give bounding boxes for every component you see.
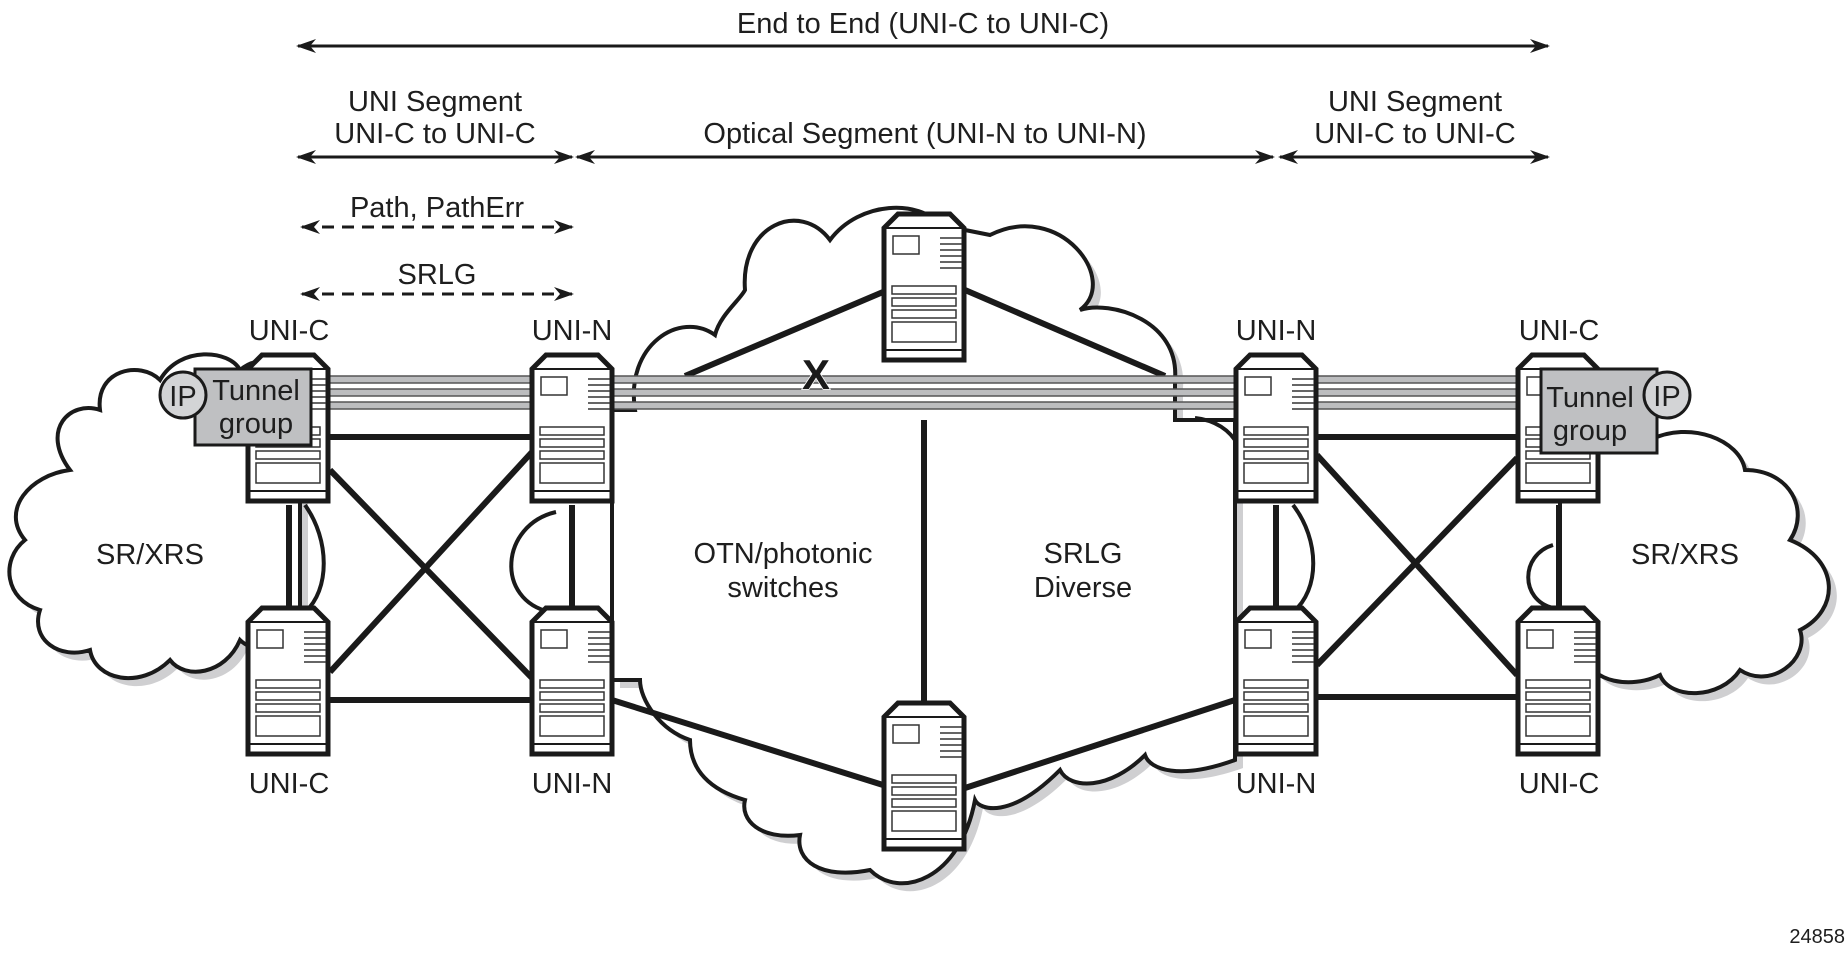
tunnel-bands (309, 375, 1561, 410)
ip-badge-right (1642, 370, 1692, 420)
router-center-top (884, 214, 964, 360)
end-to-end-label: End to End (UNI-C to UNI-C) (737, 8, 1109, 40)
router-top-left-uni-n (532, 355, 612, 501)
center-right-label-2: Diverse (1034, 572, 1132, 604)
srlg-span-label: SRLG (398, 259, 477, 291)
router-bottom-left-uni-n (532, 608, 612, 754)
ip-badge-left (158, 370, 208, 420)
label-top-left-uni-n: UNI-N (532, 315, 613, 347)
ip-badge-left-label: IP (169, 381, 196, 413)
center-left-label-1: OTN/photonic (694, 538, 873, 570)
left-cloud-label: SR/XRS (96, 539, 204, 571)
label-top-right-uni-n: UNI-N (1236, 315, 1317, 347)
tunnel-group-left-line1: Tunnel (212, 375, 300, 407)
label-bottom-right-uni-c: UNI-C (1519, 768, 1600, 800)
optical-segment-label: Optical Segment (UNI-N to UNI-N) (703, 118, 1146, 150)
figure-id: 24858 (1789, 926, 1845, 948)
label-bottom-left-uni-c: UNI-C (249, 768, 330, 800)
link-lc-bot-ln-top (327, 449, 535, 675)
arc-right-uni-n (1291, 503, 1316, 614)
arc-left-uni-c (303, 503, 326, 614)
link-ln-bot-center-bot (611, 697, 884, 788)
link-center-bot-rn-bot (964, 697, 1236, 791)
tunnel-group-left-line2: group (219, 408, 293, 440)
tunnel-group-right: IP Tunnel group (1539, 367, 1692, 455)
right-cloud-label: SR/XRS (1631, 539, 1739, 571)
tunnel-group-left: IP Tunnel group (158, 367, 313, 447)
span-arrows (296, 39, 1550, 301)
tunnel-group-right-line1: Tunnel (1546, 382, 1634, 414)
router-bottom-left-uni-c (248, 608, 328, 754)
label-top-right-uni-c: UNI-C (1519, 315, 1600, 347)
center-left-label-2: switches (727, 572, 838, 604)
links (286, 287, 1562, 791)
router-top-right-uni-n (1236, 355, 1316, 501)
arc-right-uni-c (1526, 543, 1554, 610)
router-bottom-right-uni-c (1518, 608, 1598, 754)
label-top-left-uni-c: UNI-C (249, 315, 330, 347)
tunnel-group-right-line2: group (1553, 415, 1627, 447)
uni-segment-right-label-1: UNI Segment (1328, 86, 1502, 118)
uni-segment-right-label-2: UNI-C to UNI-C (1314, 118, 1515, 150)
label-bottom-right-uni-n: UNI-N (1236, 768, 1317, 800)
uni-segment-left-label-1: UNI Segment (348, 86, 522, 118)
path-patherr-label: Path, PathErr (350, 192, 524, 224)
router-center-bottom (884, 703, 964, 849)
router-bottom-right-uni-n (1236, 608, 1316, 754)
center-right-label-1: SRLG (1044, 538, 1123, 570)
right-cloud (1558, 407, 1837, 702)
link-tunnel-center-top-left (683, 289, 885, 379)
failure-x-marker: X (802, 351, 830, 398)
link-rn-bot-rc-top (1314, 455, 1520, 668)
label-bottom-left-uni-n: UNI-N (532, 768, 613, 800)
link-center-top-tunnel-right (963, 287, 1167, 379)
uni-segment-left-label-2: UNI-C to UNI-C (334, 118, 535, 150)
arc-left-uni-n (509, 510, 557, 614)
link-lc-top-ln-bot (327, 467, 535, 681)
ip-badge-right-label: IP (1653, 381, 1680, 413)
